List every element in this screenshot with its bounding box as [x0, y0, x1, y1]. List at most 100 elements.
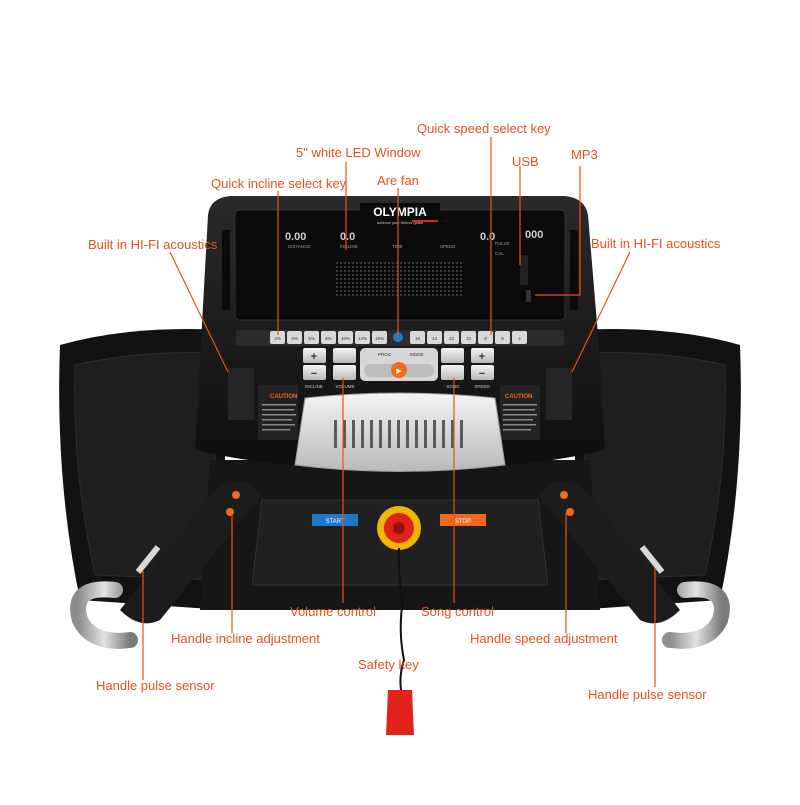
quick-incline-key[interactable]: 12%: [355, 331, 370, 344]
handle-speed-down-button[interactable]: [566, 508, 574, 516]
incline-up-button[interactable]: [303, 348, 326, 363]
caution-heading-right: CAUTION: [505, 394, 532, 400]
quick-key-label: 8: [484, 336, 487, 341]
safety-key-clip[interactable]: [386, 690, 414, 735]
speaker-grille-right: [546, 368, 572, 420]
quick-incline-key[interactable]: 8%: [321, 331, 336, 344]
quick-incline-key[interactable]: 10%: [338, 331, 353, 344]
speed-label: SPEED: [474, 384, 490, 389]
quick-key-label: 8%: [325, 336, 332, 341]
quick-speed-key[interactable]: 14: [427, 331, 442, 344]
callout-safety-key: Safety key: [358, 657, 419, 672]
volume-label: VOLUME: [335, 384, 354, 389]
callout-quick-speed-select-key: Quick speed select key: [417, 121, 551, 136]
callout-volume-control: Volume control: [290, 604, 376, 619]
quick-key-label: 10: [466, 336, 472, 341]
volume-up-button[interactable]: [333, 348, 356, 363]
led-dot-matrix: [336, 262, 462, 296]
window-label: TIME: [392, 244, 403, 249]
quick-speed-key[interactable]: 16: [410, 331, 425, 344]
quick-key-label: 4: [518, 336, 521, 341]
speed-down-button[interactable]: [471, 365, 494, 380]
start-button[interactable]: [312, 514, 358, 526]
window-label: PULSE: [495, 241, 510, 246]
quick-speed-key[interactable]: 10: [461, 331, 476, 344]
quick-key-label: 15%: [375, 336, 384, 341]
quick-incline-key[interactable]: 2%: [270, 331, 285, 344]
window-label: DISTANCE: [288, 244, 310, 249]
callout-handle-incline-adjustment: Handle incline adjustment: [171, 631, 320, 646]
window-label: INCLINE: [340, 244, 358, 249]
song-label: SONG: [446, 384, 460, 389]
fan-vent: [294, 392, 506, 472]
caution-heading-left: CAUTION: [270, 394, 297, 400]
prog-label: PROG: [378, 352, 392, 357]
handle-speed-up-button[interactable]: [560, 491, 568, 499]
svg-text:▶: ▶: [396, 368, 402, 375]
callout-handle-pulse-sensor-left: Handle pulse sensor: [96, 678, 215, 693]
incline-down-button[interactable]: [303, 365, 326, 380]
callout-quick-incline-select-key: Quick incline select key: [211, 176, 347, 191]
stop-button[interactable]: [440, 514, 486, 526]
quick-speed-key[interactable]: 8: [478, 331, 493, 344]
handlebars: [70, 481, 730, 649]
callout-handle-speed-adjustment: Handle speed adjustment: [470, 631, 618, 646]
window-label: SPEED: [440, 244, 456, 249]
window-label: CAL: [495, 251, 504, 256]
quick-speed-key[interactable]: 4: [512, 331, 527, 344]
leader-lines: [142, 137, 656, 687]
callout-are-fan: Are fan: [377, 173, 419, 188]
quick-incline-key[interactable]: 4%: [287, 331, 302, 344]
song-next-button[interactable]: [441, 348, 464, 363]
quick-incline-key[interactable]: 6%: [304, 331, 319, 344]
play-pause-button[interactable]: [391, 362, 407, 378]
stop-label: STOP: [455, 519, 471, 525]
quick-key-label: 12%: [358, 336, 367, 341]
quick-key-label: 14: [432, 336, 438, 341]
left-handle-tube: [70, 581, 138, 649]
svg-text:0.00: 0.00: [285, 231, 306, 243]
svg-text:+: +: [479, 351, 485, 363]
handle-incline-up-button[interactable]: [232, 491, 240, 499]
led-display: 0.00 0.0 0.0 000 DISTANCE INCLINE TIME S…: [285, 203, 543, 302]
usb-port: [520, 255, 528, 285]
right-pulse-sensor: [639, 545, 665, 574]
callout-usb: USB: [512, 154, 539, 169]
callout-hifi-acoustics-right: Built in HI-FI acoustics: [591, 236, 721, 251]
safety-key-cord: [397, 547, 406, 691]
song-prev-button[interactable]: [441, 365, 464, 380]
quick-keys-row: 2%4% 6% 8% 10% 12% 15% 16 14 12 10 8 6 4: [270, 331, 527, 344]
quick-speed-key[interactable]: 12: [444, 331, 459, 344]
control-buttons: + − + − INCLINE VOLUME SONG SPEED PROG M…: [303, 332, 494, 389]
mp3-port: [526, 290, 531, 302]
callout-white-led-window: 5" white LED Window: [296, 145, 421, 160]
callout-song-control: Song control: [421, 604, 494, 619]
volume-down-button[interactable]: [333, 365, 356, 380]
quick-key-label: 6%: [308, 336, 315, 341]
svg-text:+: +: [311, 351, 317, 363]
led-window: [234, 209, 566, 321]
quick-key-label: 16: [415, 336, 421, 341]
svg-text:−: −: [479, 368, 485, 380]
left-handle-grip[interactable]: [120, 481, 262, 624]
svg-text:−: −: [311, 368, 317, 380]
speaker-grille-left: [228, 368, 254, 420]
quick-incline-key[interactable]: 15%: [372, 331, 387, 344]
handle-incline-down-button[interactable]: [226, 508, 234, 516]
quick-speed-key[interactable]: 6: [495, 331, 510, 344]
brand-logo: OLYMPIA: [373, 205, 427, 219]
quick-key-label: 10%: [341, 336, 350, 341]
right-handle-tube: [662, 581, 730, 649]
callout-hifi-acoustics-left: Built in HI-FI acoustics: [88, 237, 218, 252]
svg-text:000: 000: [525, 229, 543, 241]
incline-label: INCLINE: [305, 384, 323, 389]
quick-key-label: 12: [449, 336, 455, 341]
start-label: START: [325, 519, 344, 525]
quick-key-label: 6: [501, 336, 504, 341]
callout-handle-pulse-sensor-right: Handle pulse sensor: [588, 687, 707, 702]
right-handle-grip[interactable]: [538, 481, 680, 624]
callout-mp3: MP3: [571, 147, 598, 162]
speed-up-button[interactable]: [471, 348, 494, 363]
